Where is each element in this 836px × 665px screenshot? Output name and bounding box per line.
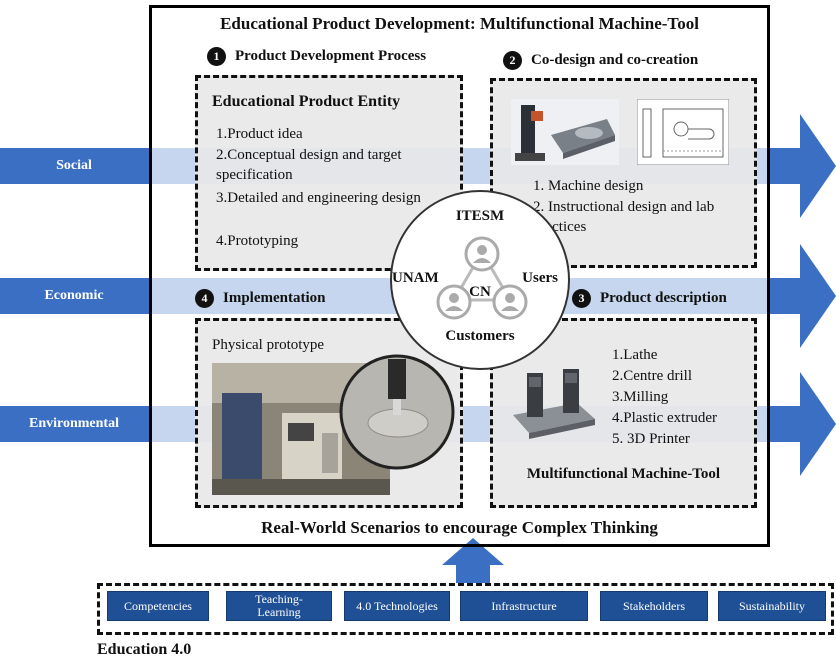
section-3-item: 5. 3D Printer — [612, 431, 690, 447]
bottom-caption: Real-World Scenarios to encourage Comple… — [261, 518, 658, 537]
person-icon — [492, 284, 528, 320]
section-1-item: 1.Product idea — [216, 126, 303, 142]
education-item-competencies: Competencies — [107, 591, 209, 621]
education-item-infrastructure: Infrastructure — [460, 591, 588, 621]
section-3-item: 4.Plastic extruder — [612, 410, 717, 426]
section-1-number: 1 — [207, 47, 226, 66]
circle-label-itesm: ITESM — [455, 208, 505, 224]
section-3-item: 1.Lathe — [612, 347, 658, 363]
section-2-heading: 2 Co-design and co-creation — [503, 51, 698, 70]
education-item-stakeholders: Stakeholders — [600, 591, 708, 621]
section-3-box: 1.Lathe 2.Centre drill 3.Milling 4.Plast… — [490, 318, 757, 508]
education-item-technologies: 4.0 Technologies — [344, 591, 450, 621]
section-4-caption: Physical prototype — [212, 337, 325, 353]
section-4-box: Physical prototype — [195, 318, 463, 508]
section-1-box-title: Educational Product Entity — [212, 93, 401, 110]
economic-band-tail — [0, 278, 150, 314]
section-3-heading: 3 Product description — [572, 289, 727, 308]
person-icon — [436, 284, 472, 320]
section-2-heading-text: Co-design and co-creation — [531, 52, 699, 68]
machine-tool-render — [513, 369, 595, 439]
section-4-heading-text: Implementation — [223, 290, 326, 306]
diagram-title: Educational Product Development: Multifu… — [220, 14, 699, 33]
band-label-environmental: Environmental — [29, 416, 119, 431]
band-label-social: Social — [56, 158, 92, 173]
section-2-number: 2 — [503, 51, 522, 70]
prototype-closeup-photo — [339, 354, 455, 470]
section-2-item: 1. Machine design — [533, 178, 644, 194]
machine-3d-render — [511, 99, 619, 165]
technical-drawing — [637, 99, 729, 165]
circle-label-unam: UNAM — [392, 270, 439, 286]
education-item-sustainability: Sustainability — [718, 591, 826, 621]
stakeholder-circle: ITESM UNAM Users CN Customers — [390, 190, 570, 370]
section-3-footer: Multifunctional Machine-Tool — [526, 466, 721, 482]
section-1-item: 3.Detailed and engineering design — [216, 190, 421, 206]
environmental-arrow-head — [770, 372, 836, 476]
circle-label-cn: CN — [469, 284, 491, 300]
environmental-band-tail — [0, 406, 150, 442]
section-3-number: 3 — [572, 289, 591, 308]
section-3-heading-text: Product description — [600, 290, 727, 306]
section-1-item: 2.Conceptual design and target specifica… — [216, 147, 402, 183]
section-3-item: 3.Milling — [612, 389, 669, 405]
section-1-item: 4.Prototyping — [216, 233, 299, 249]
social-band-tail — [0, 148, 150, 184]
education-box — [97, 583, 834, 635]
section-1-heading: 1 Product Development Process — [207, 47, 426, 66]
person-icon — [464, 236, 500, 272]
circle-label-customers: Customers — [445, 328, 515, 344]
section-3-item: 2.Centre drill — [612, 368, 692, 384]
upward-arrow — [442, 538, 504, 583]
main-frame — [149, 5, 770, 547]
education-label: Education 4.0 — [97, 641, 192, 658]
section-4-heading: 4 Implementation — [195, 289, 326, 308]
section-4-number: 4 — [195, 289, 214, 308]
circle-label-users: Users — [522, 270, 558, 286]
section-1-heading-text: Product Development Process — [235, 48, 427, 64]
education-item-teaching-learning: Teaching-Learning — [226, 591, 332, 621]
social-arrow-head — [770, 114, 836, 218]
economic-arrow-head — [770, 244, 836, 348]
band-label-economic: Economic — [44, 288, 104, 303]
